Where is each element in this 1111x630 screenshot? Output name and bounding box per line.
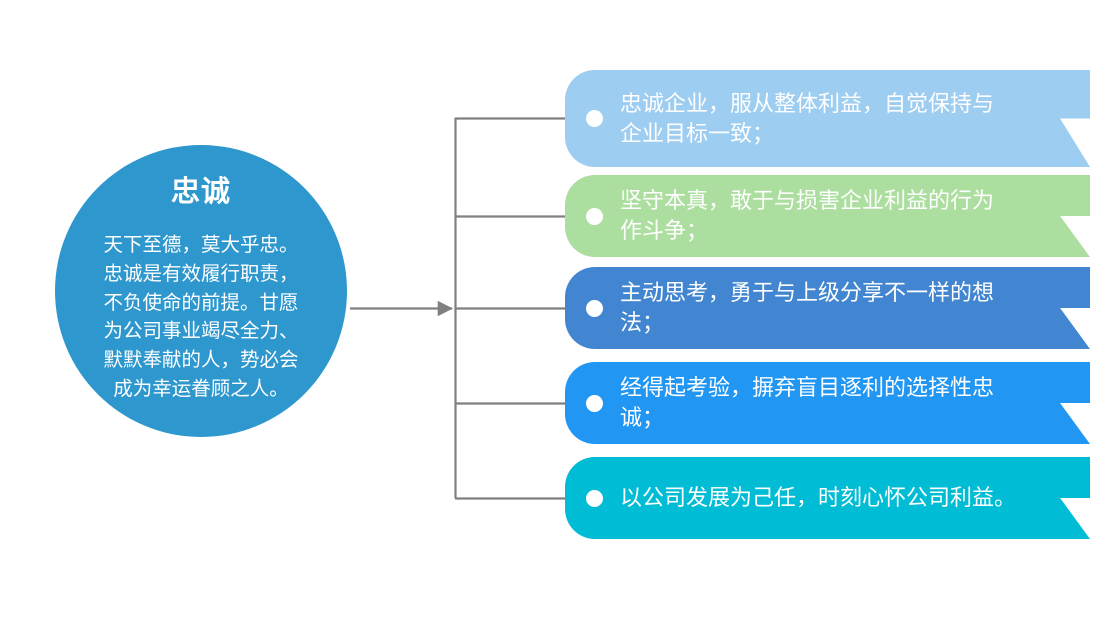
branch-banner-2[interactable]: 坚守本真，敢于与损害企业利益的行为 作斗争； (565, 175, 1090, 257)
bullet-dot-icon (586, 394, 603, 412)
bullet-dot-icon (586, 110, 603, 127)
bullet-dot-icon (586, 299, 603, 317)
branch-text-3: 主动思考，勇于与上级分享不一样的想 法； (620, 280, 995, 335)
branch-text-4: 经得起考验，摒弃盲目逐利的选择性忠 诚； (620, 375, 995, 430)
branch-text-1: 忠诚企业，服从整体利益，自觉保持与 企业目标一致； (620, 90, 995, 146)
bullet-dot-icon (586, 489, 603, 507)
branch-banner-1[interactable]: 忠诚企业，服从整体利益，自觉保持与 企业目标一致； (565, 70, 1090, 167)
branch-banner-3[interactable]: 主动思考，勇于与上级分享不一样的想 法； (565, 267, 1090, 349)
branch-banner-5[interactable]: 以公司发展为己任，时刻心怀公司利益。 (565, 457, 1090, 539)
bullet-dot-icon (586, 207, 603, 225)
center-body: 天下至德，莫大乎忠。 忠诚是有效履行职责， 不负使命的前提。甘愿 为公司事业竭尽… (103, 233, 299, 401)
center-title: 忠诚 (170, 176, 231, 208)
branch-banner-4[interactable]: 经得起考验，摒弃盲目逐利的选择性忠 诚； (565, 362, 1090, 444)
center-circle: 忠诚 天下至德，莫大乎忠。 忠诚是有效履行职责， 不负使命的前提。甘愿 为公司事… (55, 145, 347, 437)
branch-text-2: 坚守本真，敢于与损害企业利益的行为 作斗争； (620, 188, 995, 243)
branch-text-5: 以公司发展为己任，时刻心怀公司利益。 (620, 485, 1017, 511)
